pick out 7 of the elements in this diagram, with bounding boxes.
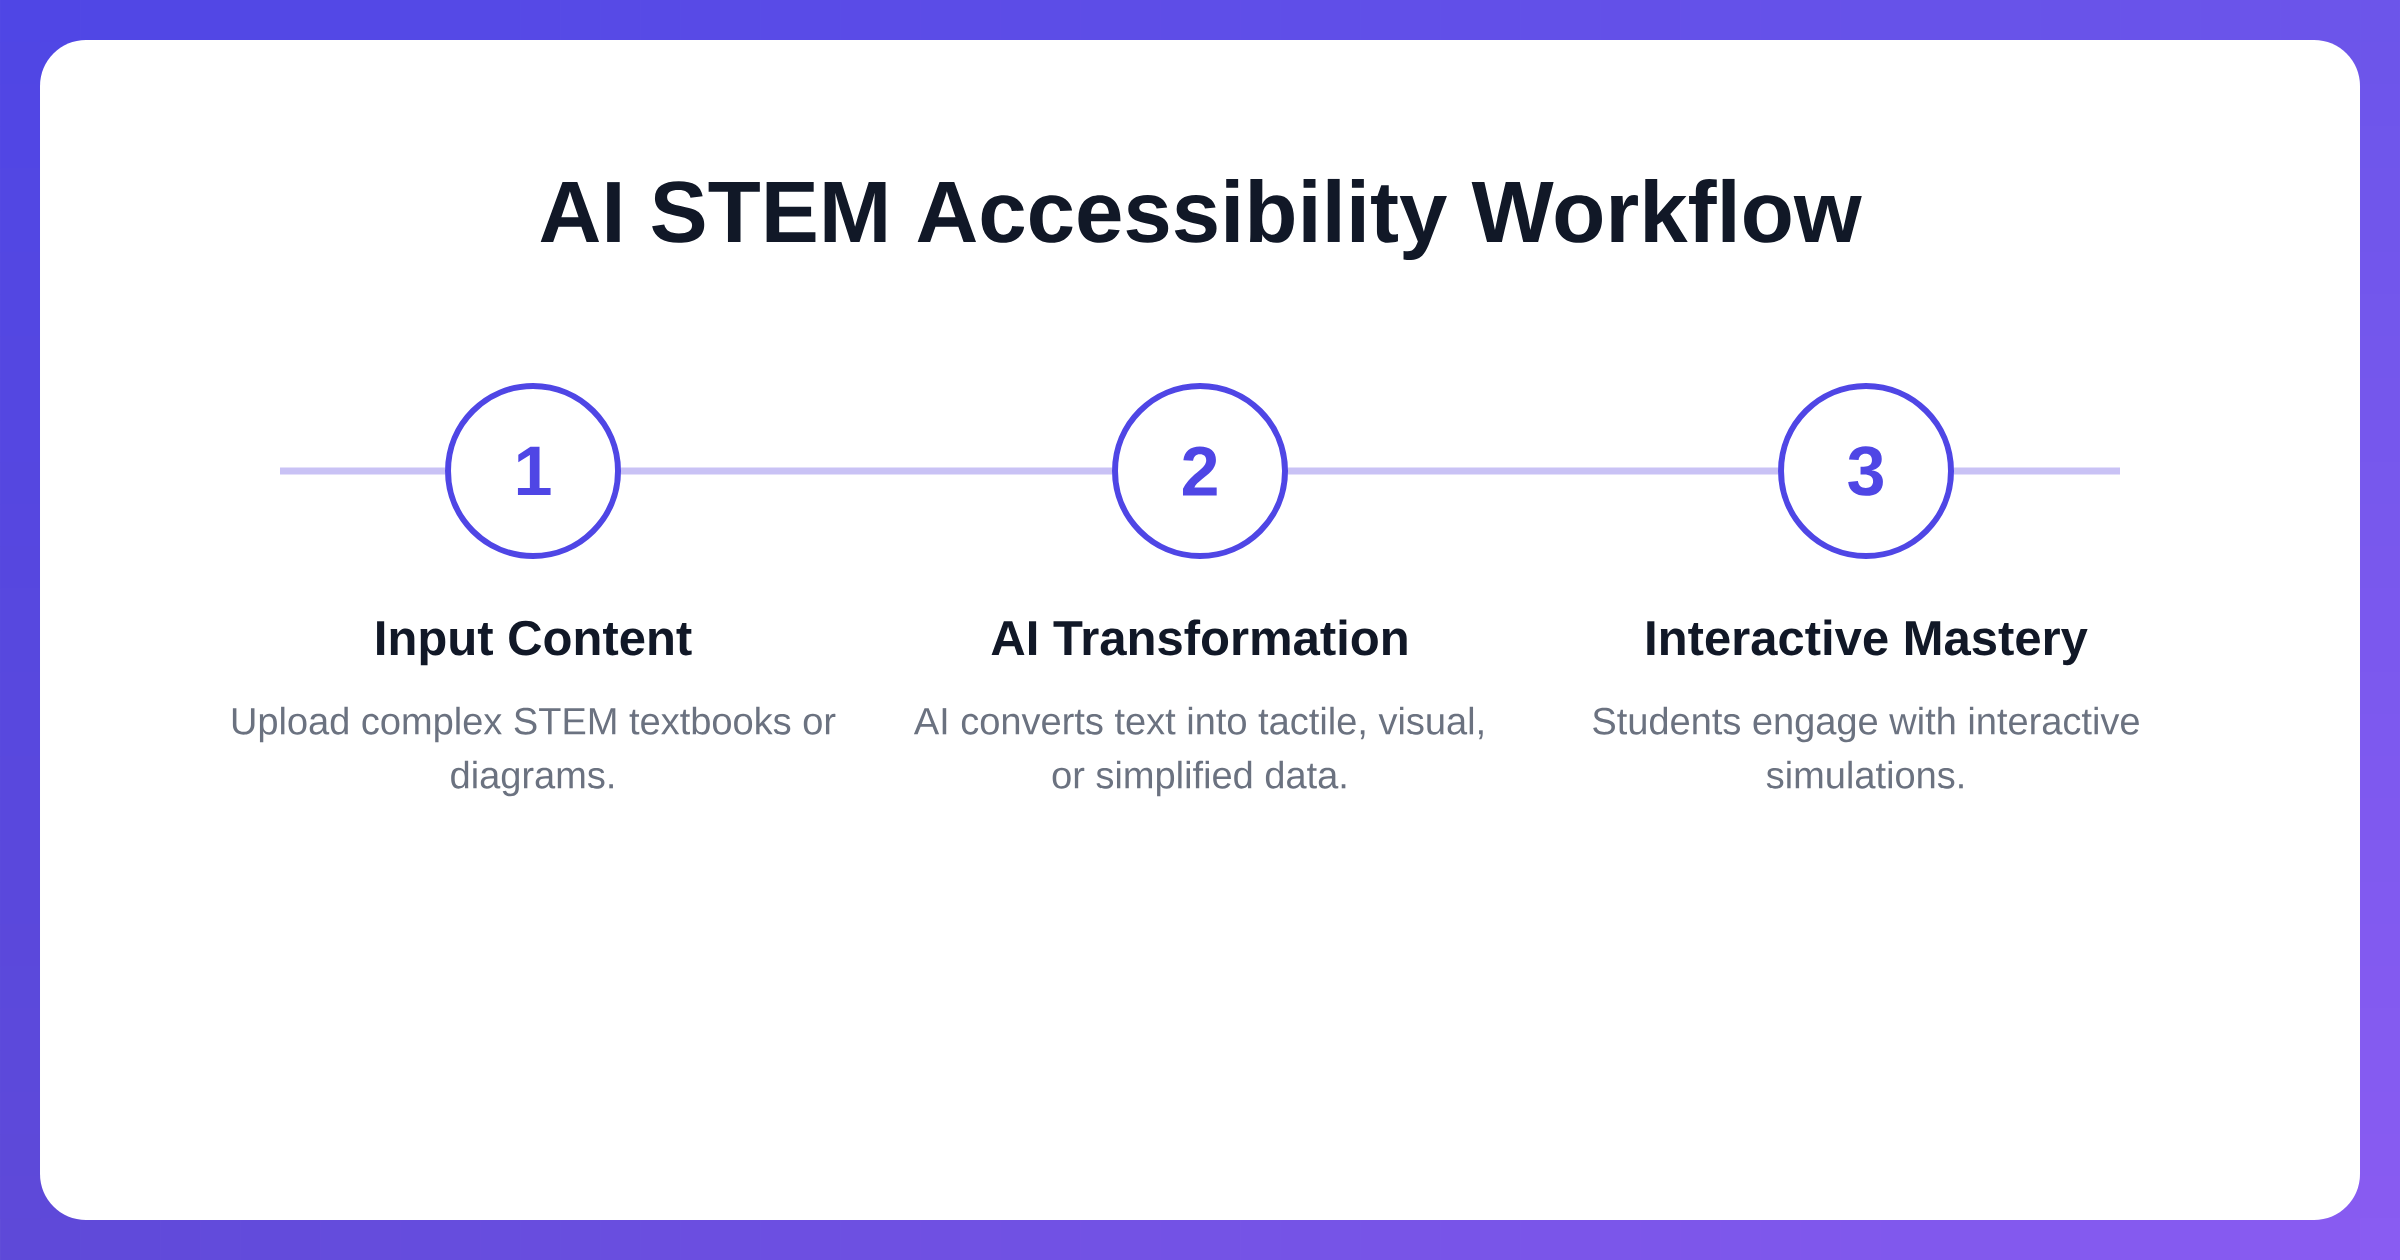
- step-heading: Interactive Mastery: [1647, 619, 2088, 666]
- step-description: Upload complex STEM textbooks or diagrams.: [232, 706, 836, 797]
- step-description: AI converts text into tactile, visual, or simplified data.: [913, 706, 1483, 797]
- step-heading: AI Transformation: [991, 619, 1407, 656]
- title: AI STEM Accessibility Workflow: [540, 178, 1862, 261]
- step-description: Students engage with interactive simulations.: [1593, 706, 2139, 789]
- step-heading: Input Content: [377, 620, 692, 666]
